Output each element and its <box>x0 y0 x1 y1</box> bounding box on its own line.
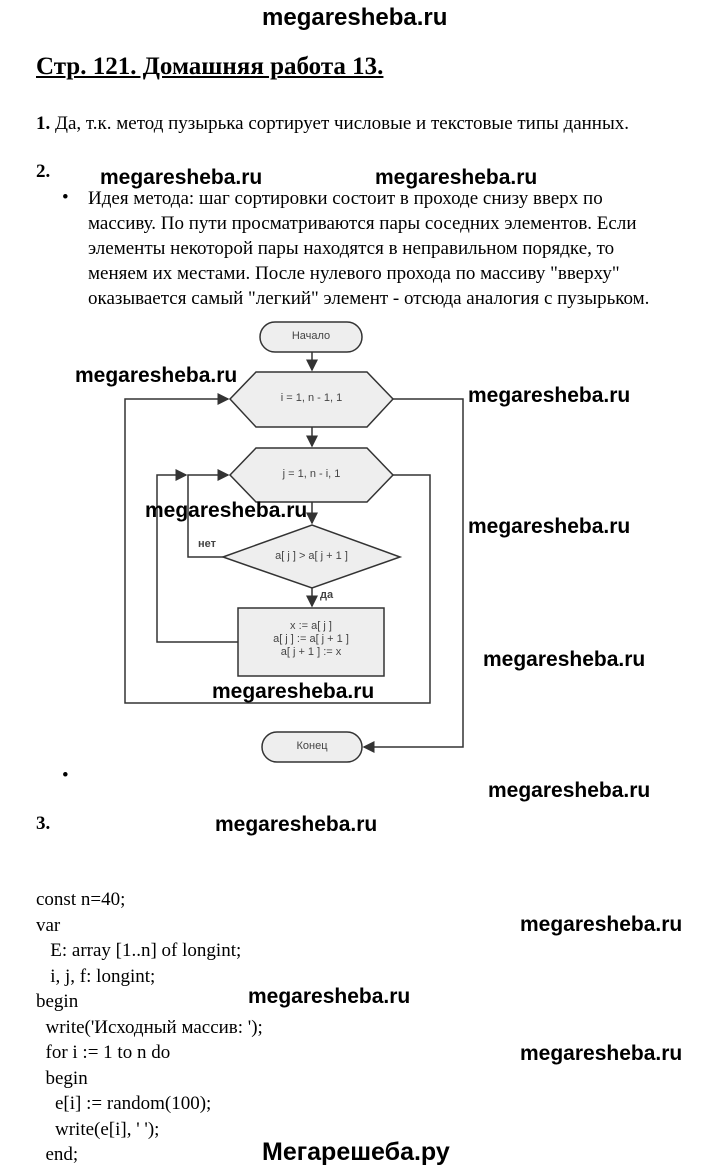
watermark: megaresheba.ru <box>100 166 263 189</box>
page-title: Стр. 121. Домашняя работа 13. <box>36 53 384 80</box>
start-terminal <box>259 321 363 353</box>
end-terminal <box>261 731 363 763</box>
answer-2-number: 2. <box>36 161 51 182</box>
loop-i-label: i = 1, n - 1, 1 <box>280 392 343 404</box>
swap-label: x := a[ j ]a[ j ] := a[ j + 1 ]a[ j + 1 … <box>273 620 349 658</box>
condition-diamond <box>220 524 403 589</box>
watermark: megaresheba.ru <box>520 913 683 936</box>
footer-watermark: Мегарешеба.ру <box>262 1138 450 1166</box>
watermark: megaresheba.ru <box>468 515 631 538</box>
bullet: • <box>62 187 69 208</box>
start-label: Начало <box>291 330 331 342</box>
swap-block <box>237 607 385 677</box>
answer-2-text: Идея метода: шаг сортировки состоит в пр… <box>88 188 650 309</box>
bullet: • <box>62 765 69 786</box>
watermark: megaresheba.ru <box>248 985 411 1008</box>
watermark: megaresheba.ru <box>488 779 651 802</box>
no-label: нет <box>198 538 217 550</box>
watermark: megaresheba.ru <box>75 364 238 387</box>
watermark: megaresheba.ru <box>520 1042 683 1065</box>
answer-1: 1. Да, т.к. метод пузырька сортирует чис… <box>36 112 629 136</box>
condition-label: a[ j ] > a[ j + 1 ] <box>275 550 348 562</box>
code-listing: const n=40;var E: array [1..n] of longin… <box>36 889 263 1165</box>
watermark: megaresheba.ru <box>483 648 646 671</box>
header-watermark: megaresheba.ru <box>262 4 448 31</box>
watermark: megaresheba.ru <box>145 499 308 522</box>
watermark: megaresheba.ru <box>212 680 375 703</box>
yes-label: да <box>320 589 334 601</box>
watermark: megaresheba.ru <box>375 166 538 189</box>
answer-text: Да, т.к. метод пузырька сортирует числов… <box>55 113 629 134</box>
watermark: megaresheba.ru <box>468 384 631 407</box>
answer-number: 1. <box>36 113 51 134</box>
answer-3-number: 3. <box>36 813 51 834</box>
loop-j-label: j = 1, n - i, 1 <box>282 468 341 480</box>
end-label: Конец <box>296 740 328 752</box>
watermark: megaresheba.ru <box>215 813 378 836</box>
